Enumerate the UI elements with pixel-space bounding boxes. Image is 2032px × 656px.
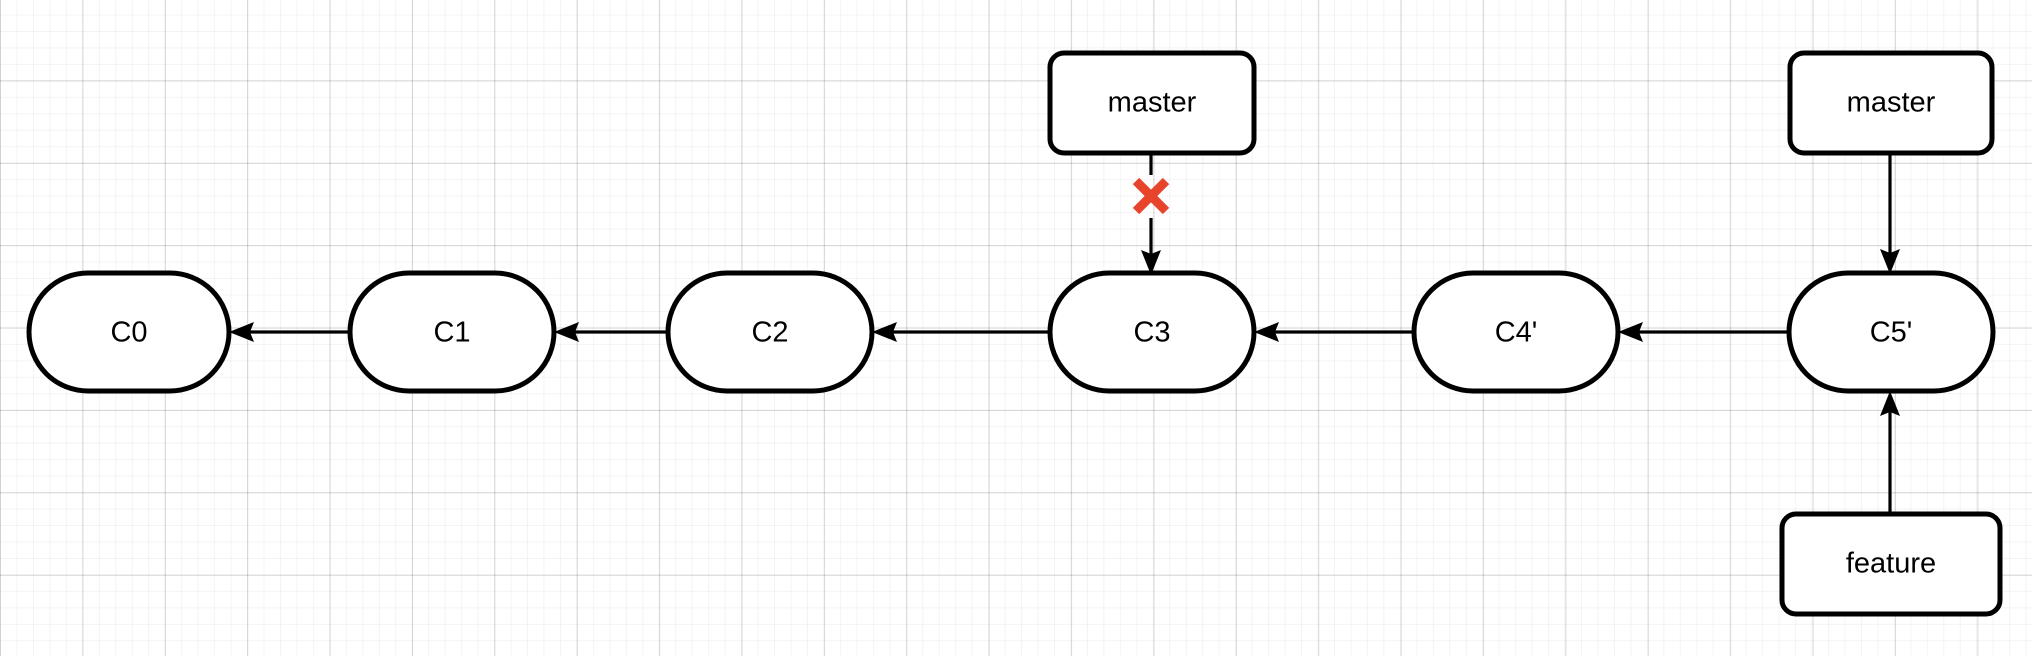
edge-feature-to-c5 — [1880, 391, 1900, 514]
edge-c4-to-c3 — [1254, 322, 1414, 342]
commit-label-c0: C0 — [110, 317, 147, 349]
edges-layer — [229, 153, 1900, 514]
branch-label-text-master-old: master — [1108, 87, 1197, 119]
x-icon — [1132, 177, 1170, 215]
commit-node-c4-prime[interactable]: C4' — [1411, 270, 1621, 394]
commit-label-c5-prime: C5' — [1870, 317, 1913, 349]
edge-c1-to-c0 — [229, 322, 350, 342]
branch-label-master-old[interactable]: master — [1047, 50, 1257, 156]
edge-c3-to-c2 — [872, 322, 1050, 342]
commit-node-c1[interactable]: C1 — [347, 270, 557, 394]
commit-node-c3[interactable]: C3 — [1047, 270, 1257, 394]
branch-label-feature[interactable]: feature — [1779, 511, 2003, 617]
branch-label-text-feature: feature — [1846, 548, 1936, 580]
commit-label-c3: C3 — [1133, 317, 1170, 349]
branch-labels-layer: master master feature — [1047, 50, 2003, 617]
branch-label-master-new[interactable]: master — [1787, 50, 1995, 156]
commit-nodes-layer: C0 C1 C2 C3 C4' C5' — [26, 270, 1996, 394]
commit-node-c0[interactable]: C0 — [26, 270, 232, 394]
edge-master-old-to-c3 — [1141, 153, 1161, 275]
commit-node-c5-prime[interactable]: C5' — [1786, 270, 1996, 394]
edge-c2-to-c1 — [554, 322, 668, 342]
commit-node-c2[interactable]: C2 — [665, 270, 875, 394]
commit-label-c2: C2 — [751, 317, 788, 349]
edge-master-new-to-c5 — [1880, 153, 1900, 274]
branch-label-text-master-new: master — [1847, 87, 1936, 119]
commit-label-c1: C1 — [433, 317, 470, 349]
commit-label-c4-prime: C4' — [1495, 317, 1538, 349]
edge-c5-to-c4 — [1618, 322, 1789, 342]
